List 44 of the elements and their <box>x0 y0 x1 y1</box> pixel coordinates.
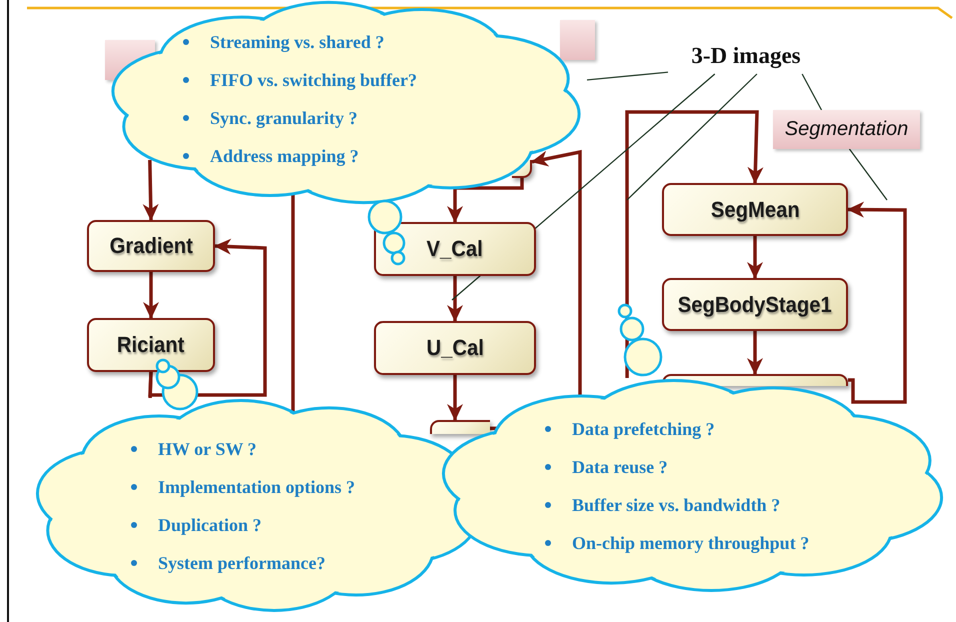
label-text: Segmentation <box>784 118 908 141</box>
leader-line <box>626 74 758 200</box>
leader-line <box>586 72 668 81</box>
box-label: Riciant <box>117 332 185 358</box>
label-text: 3-D images <box>691 43 801 69</box>
box-label: U_Cal <box>426 335 484 361</box>
process-box <box>87 318 215 372</box>
arrow <box>847 202 907 404</box>
box-label: Gradient <box>109 233 193 259</box>
arrow <box>747 331 763 375</box>
question-text: Implementation options ? <box>158 476 356 499</box>
question-text: Address mapping ? <box>210 145 359 168</box>
arrow <box>143 272 159 319</box>
label-box <box>560 20 595 60</box>
process-box <box>87 220 215 272</box>
question-text: System performance? <box>158 552 326 575</box>
arrow <box>447 375 464 421</box>
box-label: V_Cal <box>426 236 484 262</box>
question-text: Streaming vs. shared ? <box>210 31 384 54</box>
question-text: FIFO vs. switching buffer? <box>210 69 417 92</box>
question-text: On-chip memory throughput ? <box>572 532 810 555</box>
arrow <box>447 276 463 322</box>
arrow <box>148 238 267 397</box>
arrow <box>747 236 763 279</box>
label-box <box>773 110 920 149</box>
arrow <box>625 110 764 378</box>
box-label: SegBodyStage1 <box>678 292 832 318</box>
leader-line <box>452 74 716 300</box>
question-text: HW or SW ? <box>158 438 257 461</box>
process-box <box>374 321 536 375</box>
leader-line <box>802 74 822 110</box>
question-text: Buffer size vs. bandwidth ? <box>572 494 780 517</box>
process-box <box>662 278 848 331</box>
box-label: SegMean <box>710 196 800 222</box>
process-box <box>374 222 536 276</box>
arrow <box>142 160 159 221</box>
process-box <box>430 420 490 434</box>
leader-line <box>848 148 888 200</box>
process-box <box>662 183 848 236</box>
question-text: Duplication ? <box>158 514 262 537</box>
question-text: Data prefetching ? <box>572 418 715 441</box>
arrow <box>447 178 524 223</box>
question-text: Data reuse ? <box>572 456 668 479</box>
question-text: Sync. granularity ? <box>210 107 358 130</box>
